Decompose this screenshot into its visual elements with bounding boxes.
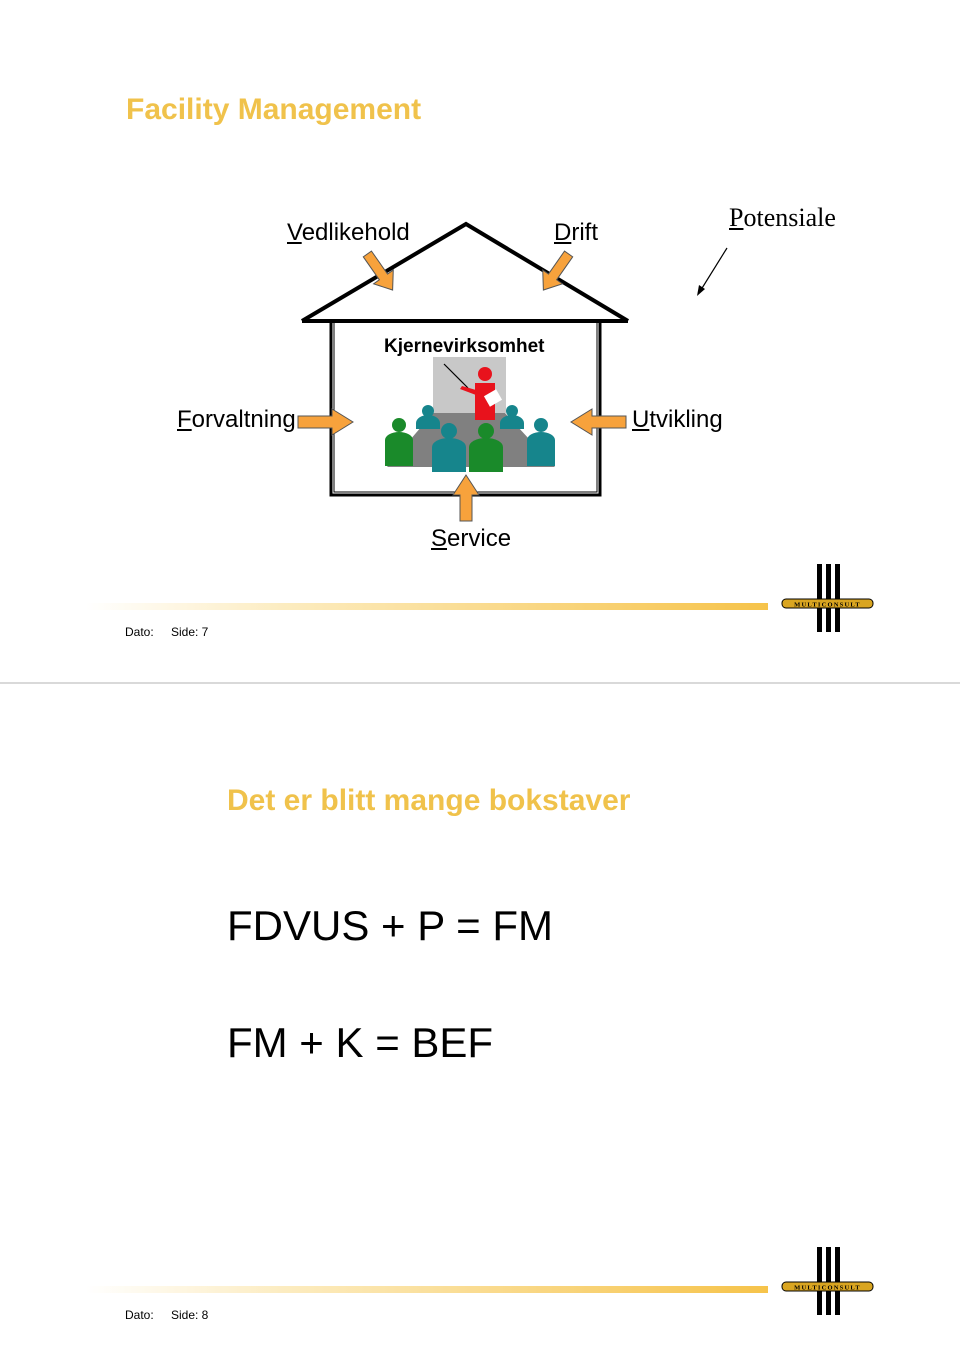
equation-line-2: FM + K = BEF xyxy=(227,1019,494,1066)
label-kjernevirksomhet: Kjernevirksomhet xyxy=(384,336,545,357)
footer-gold-bar xyxy=(86,1286,768,1293)
house-diagram xyxy=(297,221,728,522)
forvaltning-arrow xyxy=(297,408,354,436)
slide-title: Facility Management xyxy=(126,93,422,126)
slide-8: Det er blitt mange bokstaver FDVUS + P =… xyxy=(0,684,960,1367)
slide-7: Facility Management xyxy=(0,0,960,682)
drift-arrow xyxy=(542,250,574,291)
house-roof xyxy=(300,221,630,323)
page-divider xyxy=(0,682,960,684)
label-potensiale: Potensiale xyxy=(729,203,836,232)
label-drift: Drift xyxy=(554,219,599,246)
multiconsult-logo: MULTICONSULT xyxy=(781,564,874,632)
label-utvikling: Utvikling xyxy=(632,406,723,433)
label-vedlikehold: Vedlikehold xyxy=(287,219,410,246)
footer-dato: Dato: xyxy=(125,625,154,639)
footer-gold-bar xyxy=(86,603,768,610)
slide-title: Det er blitt mange bokstaver xyxy=(227,784,631,817)
equation-line-1: FDVUS + P = FM xyxy=(227,902,553,949)
multiconsult-logo: MULTICONSULT xyxy=(781,1247,874,1315)
label-service: Service xyxy=(431,525,512,552)
meeting-clipart xyxy=(385,357,555,472)
vedlikehold-arrow xyxy=(362,250,394,291)
utvikling-arrow xyxy=(570,408,627,436)
footer-side: Side: 8 xyxy=(171,1308,209,1322)
service-arrow xyxy=(452,474,480,522)
footer-side: Side: 7 xyxy=(171,625,209,639)
logo-text: MULTICONSULT xyxy=(794,602,861,609)
logo-text: MULTICONSULT xyxy=(794,1285,861,1292)
label-forvaltning: Forvaltning xyxy=(177,406,296,433)
footer-dato: Dato: xyxy=(125,1308,154,1322)
potensiale-arrow xyxy=(697,247,728,296)
